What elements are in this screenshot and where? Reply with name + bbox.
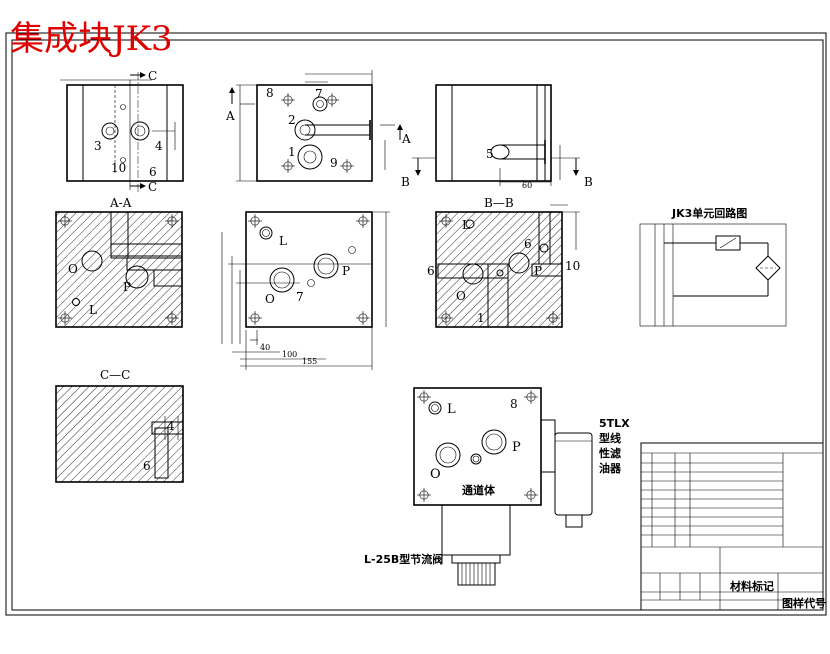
dim-155: 155 <box>302 357 317 366</box>
port-7-label: 7 <box>315 87 323 101</box>
channel-body-label: 通道体 <box>462 483 496 497</box>
dim-40: 40 <box>260 343 270 352</box>
bb-port-l: L <box>462 218 470 232</box>
port-6-label: 6 <box>149 165 157 179</box>
b-mark-left: B <box>401 175 410 189</box>
dim-60: 60 <box>522 181 532 190</box>
bb-port-o: O <box>456 289 466 303</box>
top-view-right: B B 60 5 <box>401 84 593 190</box>
section-a-a: A-A O P L <box>55 196 183 328</box>
front-port-o: O <box>265 292 275 306</box>
bb-port-6-right: 6 <box>524 237 532 251</box>
filter-label-2: 型线 <box>599 431 621 445</box>
section-bb-title: B—B <box>484 196 514 210</box>
bb-port-p: P <box>534 264 542 278</box>
bb-port-10: 10 <box>565 259 580 273</box>
jk3-circuit: JK3单元回路图 <box>639 206 787 327</box>
asm-port-8: 8 <box>510 397 518 411</box>
port-4-label: 4 <box>155 139 163 153</box>
filter-label-4: 油器 <box>599 461 622 475</box>
outer-frame <box>5 32 827 616</box>
c-mark-bottom: C <box>148 180 157 194</box>
aa-port-o: O <box>68 262 78 276</box>
knurled-knob <box>461 563 491 585</box>
port-3-label: 3 <box>94 139 102 153</box>
section-aa-title: A-A <box>109 196 132 210</box>
filter-label-1: 5TLX <box>599 417 630 430</box>
material-label: 材料标记 <box>730 579 774 593</box>
drawing-number-label: 图样代号 <box>782 596 826 610</box>
title-block: 材料标记 图样代号 <box>640 442 826 611</box>
title-block-rows <box>641 462 783 536</box>
port-8-label: 8 <box>266 86 274 100</box>
asm-port-o: O <box>430 467 441 482</box>
top-view-middle: A A 8 7 2 1 9 <box>225 70 411 182</box>
drawing-title: 集成块JK3 <box>10 19 173 59</box>
asm-port-l: L <box>447 402 456 417</box>
c-mark-top: C <box>148 69 157 83</box>
throttle-valve-label: L-25B型节流阀 <box>364 552 443 566</box>
top-view-left: C C 3 4 10 6 <box>60 69 184 194</box>
aa-port-p: P <box>123 280 131 294</box>
front-view: L P O 7 155 100 40 <box>221 211 390 370</box>
port-5-label: 5 <box>486 147 494 161</box>
aa-port-l: L <box>89 303 97 317</box>
section-b-b: B—B L 6 6 P 10 O 1 <box>427 196 580 328</box>
b-mark-right: B <box>584 175 593 189</box>
front-port-7: 7 <box>296 290 304 304</box>
assembly-view: L 8 O P 通道体 5TLX 型线 性滤 油器 L-25B型节流阀 <box>364 387 630 586</box>
port-2-label: 2 <box>288 113 296 127</box>
section-c-c: C—C 4 6 <box>55 368 184 483</box>
port-10-label: 10 <box>111 161 126 175</box>
section-cc-title: C—C <box>100 368 130 382</box>
cc-port-4: 4 <box>167 419 175 433</box>
front-port-l: L <box>279 234 287 248</box>
cc-port-6: 6 <box>143 459 151 473</box>
a-mark-left: A <box>225 109 235 123</box>
inner-frame <box>11 39 824 611</box>
a-mark-right: A <box>401 132 411 146</box>
bb-port-6-left: 6 <box>427 264 435 278</box>
circuit-title: JK3单元回路图 <box>671 206 747 220</box>
filter-label-3: 性滤 <box>599 446 621 460</box>
dim-100: 100 <box>282 350 297 359</box>
asm-port-p: P <box>512 440 521 455</box>
front-port-p: P <box>342 264 350 278</box>
port-9-label: 9 <box>330 156 338 170</box>
port-1-label: 1 <box>288 145 296 159</box>
bb-port-1: 1 <box>477 311 485 325</box>
